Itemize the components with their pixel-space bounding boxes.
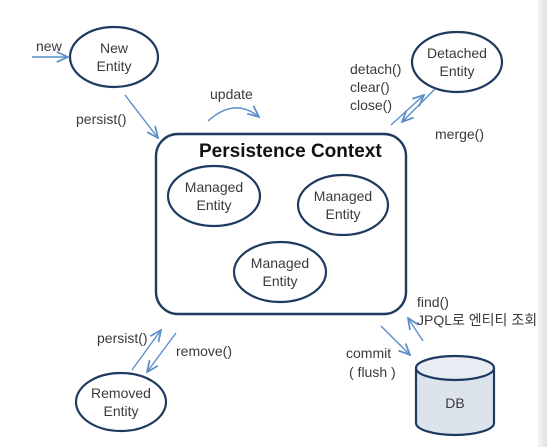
new-label: new: [36, 38, 62, 54]
detach-arrow: [390, 95, 424, 126]
find-label: find(): [417, 294, 449, 310]
removed-entity-ellipse: [74, 371, 168, 433]
managed-entity-3-ellipse: [232, 240, 328, 304]
persist-label: persist(): [76, 111, 127, 127]
merge-arrow: [402, 88, 436, 122]
new-entity-ellipse: [68, 25, 160, 89]
managed-entity-1-ellipse: [166, 164, 262, 228]
merge-label: merge(): [435, 126, 485, 142]
detached-entity-ellipse: [410, 30, 504, 94]
persist-back-arrow: [131, 330, 161, 371]
remove-arrow: [147, 332, 177, 372]
jpql-label: JPQL로 엔티티 조회: [417, 312, 538, 328]
remove-label: remove(): [176, 343, 233, 359]
db-cylinder: [414, 354, 496, 437]
close-label: close(): [350, 97, 393, 113]
persistence-context-title: Persistence Context: [199, 141, 382, 162]
detach-label: detach(): [350, 61, 402, 77]
slide-edge: [538, 0, 547, 447]
persist-arrow: [124, 94, 158, 138]
update-label: update: [210, 86, 253, 102]
managed-entity-2-ellipse: [296, 173, 390, 237]
clear-label: clear(): [350, 79, 390, 95]
flush-label: ( flush ): [349, 364, 396, 380]
update-arrow: [207, 108, 259, 122]
find-arrow: [408, 318, 424, 342]
commit-arrow: [380, 325, 410, 355]
db-label: DB: [445, 395, 465, 411]
commit-label: commit: [346, 345, 392, 361]
persist-back-label: persist(): [97, 330, 148, 346]
